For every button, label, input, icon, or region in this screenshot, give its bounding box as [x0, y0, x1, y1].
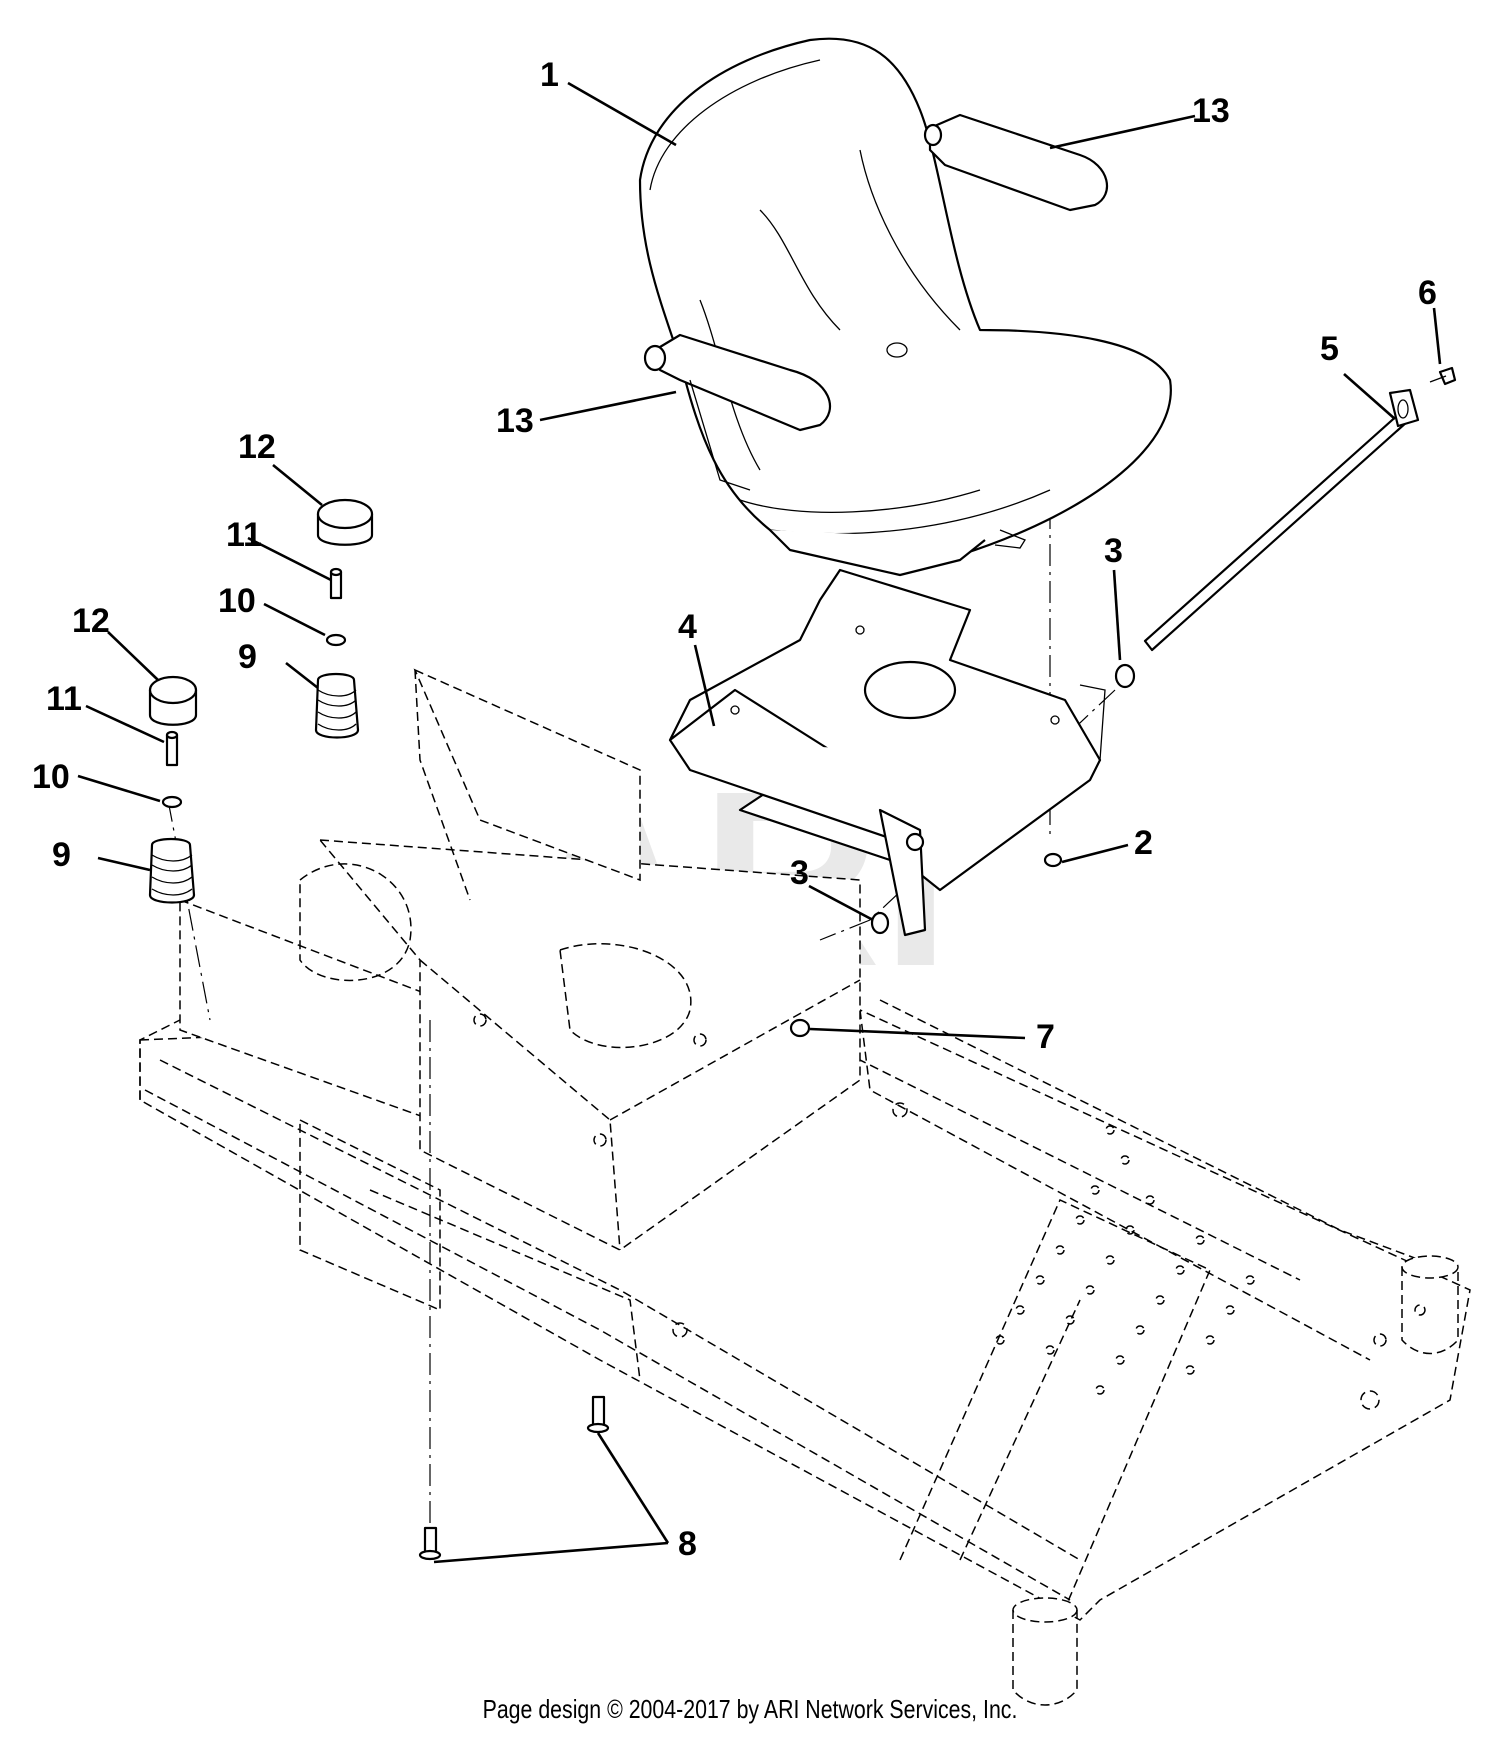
pivot-rod — [1143, 388, 1420, 652]
callout-bumper-left: 12 — [72, 602, 110, 640]
callout-spring-left: 9 — [52, 836, 71, 874]
left-spring-stack — [148, 675, 198, 904]
mower-frame — [139, 668, 1471, 1706]
foot-plate-holes — [995, 1125, 1255, 1395]
callout-screw: 6 — [1418, 274, 1437, 312]
callout-bumper-right: 12 — [238, 428, 276, 466]
callout-pivot-rod: 5 — [1320, 330, 1339, 368]
callout-spacer-right: 11 — [226, 516, 262, 554]
locknut — [789, 1018, 811, 1038]
seat — [638, 37, 1172, 577]
callout-bolt: 8 — [678, 1525, 697, 1563]
bushing-upper — [1114, 663, 1136, 689]
copyright-footer: Page design © 2004-2017 by ARI Network S… — [482, 1694, 1018, 1724]
callout-seat: 1 — [540, 56, 559, 94]
callout-armrest-right: 13 — [1192, 92, 1230, 130]
seat-plate — [668, 568, 1106, 937]
bushing-lower — [870, 911, 890, 935]
screw — [1438, 366, 1457, 386]
callout-locknut: 7 — [1036, 1018, 1055, 1056]
right-spring-stack — [314, 498, 374, 739]
bolts — [418, 1395, 610, 1561]
callout-washer-right: 10 — [218, 582, 256, 620]
callout-nut: 2 — [1134, 824, 1153, 862]
nut — [1043, 852, 1063, 868]
callout-bushing-lower: 3 — [790, 854, 809, 892]
callout-armrest-left: 13 — [496, 402, 534, 440]
leader-lines — [77, 81, 1442, 1564]
callout-washer-left: 10 — [32, 758, 70, 796]
callout-bushing-upper: 3 — [1104, 532, 1123, 570]
callout-spring-right: 9 — [238, 638, 257, 676]
callout-spacer-left: 11 — [46, 680, 82, 718]
callout-seat-plate: 4 — [678, 608, 697, 646]
